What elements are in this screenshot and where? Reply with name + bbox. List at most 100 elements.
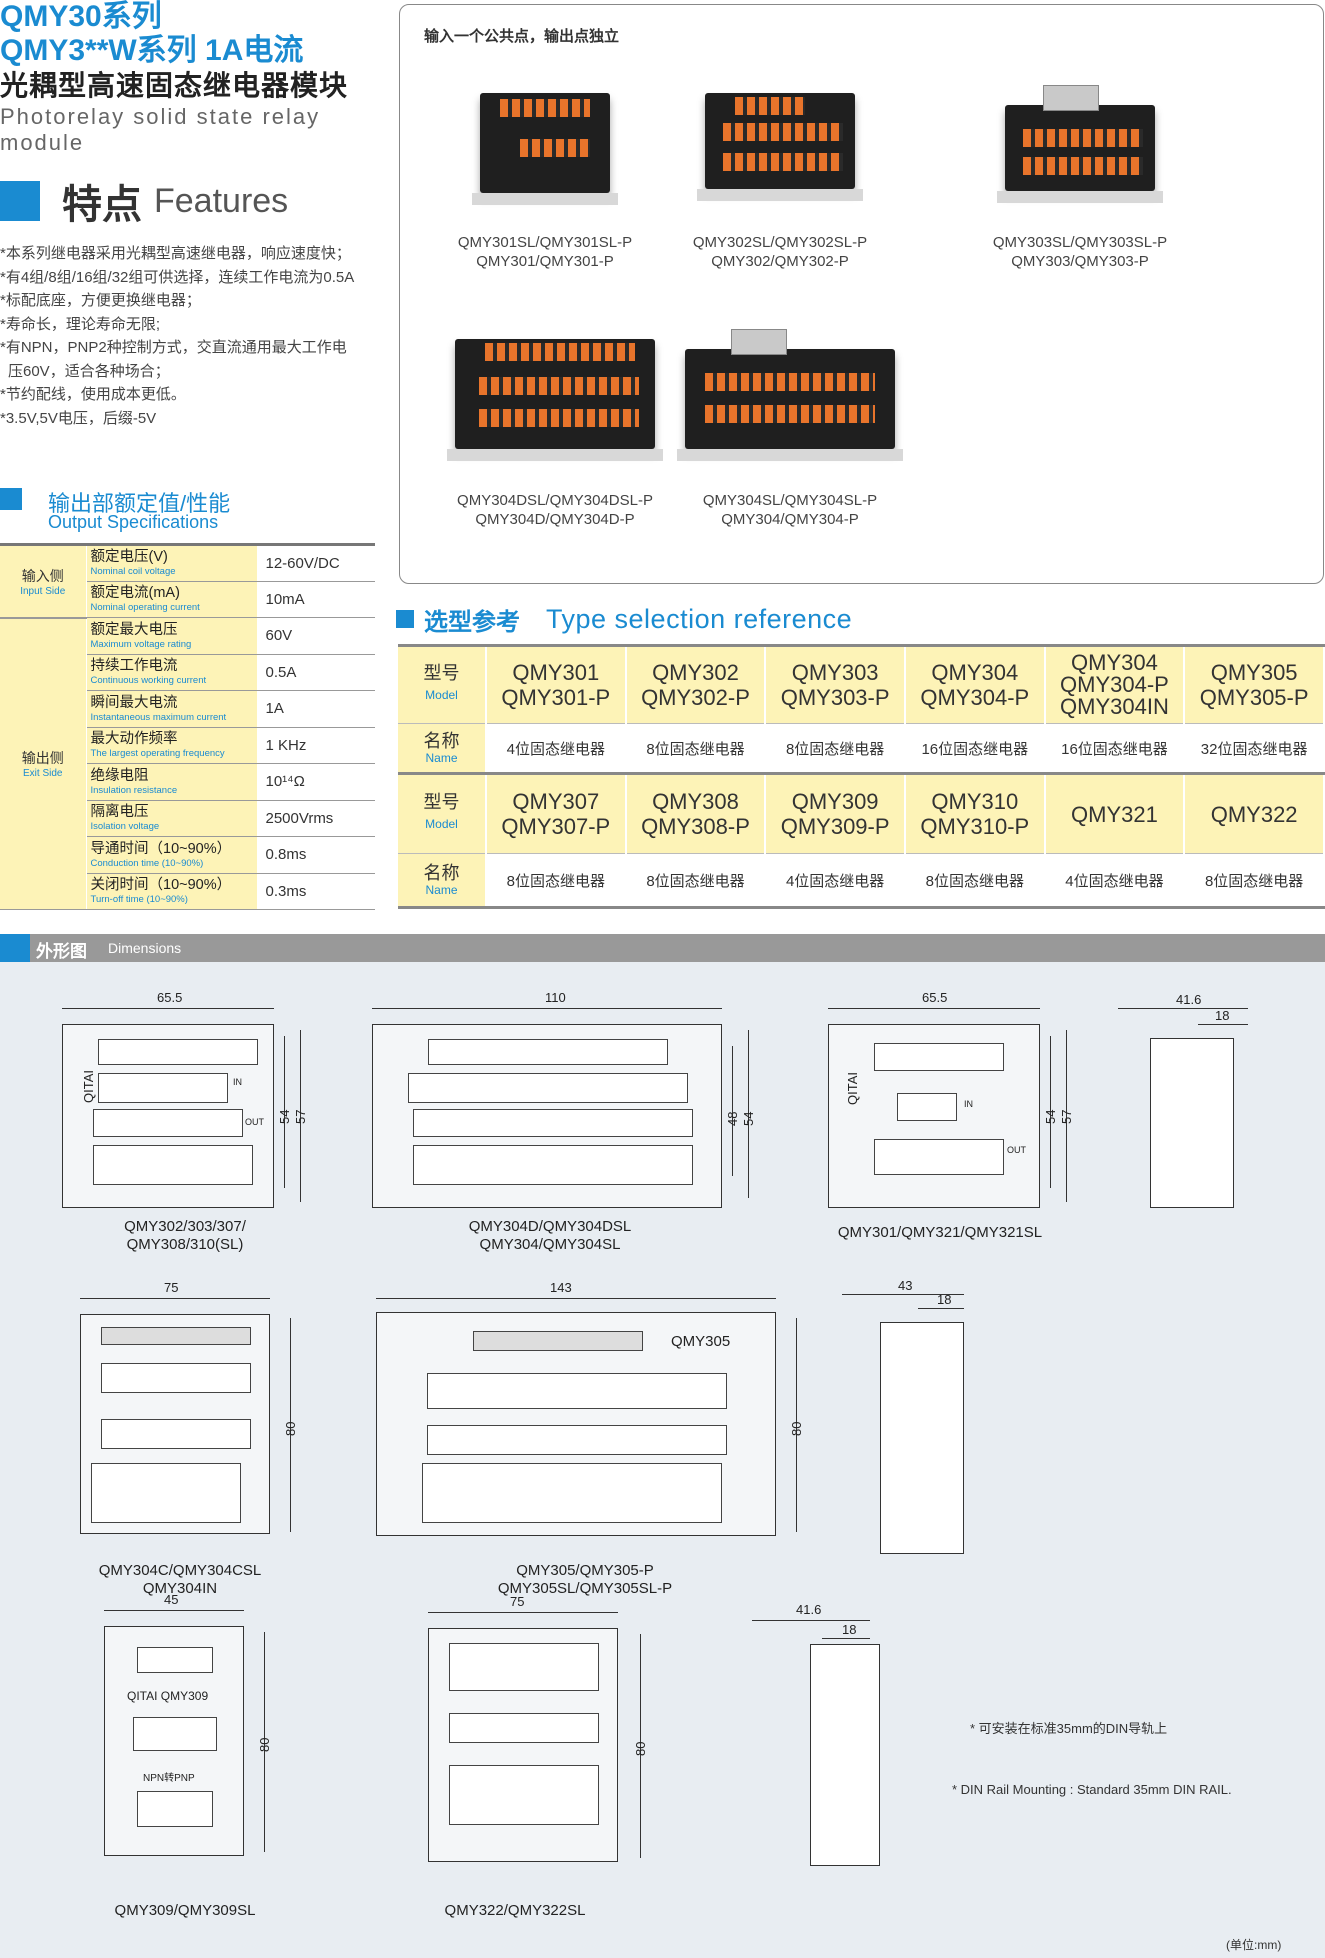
dimension-line (1050, 1036, 1051, 1188)
features-list: *本系列继电器采用光耦型高速继电器，响应速度快； *有4组/8组/16组/32组… (0, 242, 390, 430)
spec-name-en: Insulation resistance (90, 784, 178, 796)
terminal-row (449, 1765, 599, 1825)
dimension-line (80, 1298, 270, 1299)
dimension-height: 80 (789, 1421, 804, 1436)
din-rail (677, 449, 903, 461)
product-card: QMY302SL/QMY302SL-P QMY302/QMY302-P (680, 85, 880, 271)
name-cell: 8位固态继电器 (904, 853, 1046, 909)
terminal-row (413, 1109, 693, 1137)
feature-item: *寿命长，理论寿命无限; (0, 315, 161, 333)
model-label-zh: 型号 (423, 791, 460, 812)
product-photo-panel: 输入一个公共点，输出点独立 QMY301SL/QMY301SL-P QMY301… (399, 4, 1324, 584)
product-name-1: QMY304SL/QMY304SL-P (702, 492, 878, 509)
model-cell: QMY301 QMY301-P (486, 644, 627, 724)
outline-drawing: QITAI QMY309 NPN转PNP (104, 1626, 244, 1856)
input-side-zh: 输入侧 (21, 567, 64, 584)
terminal-row (422, 1463, 722, 1523)
spec-name-en: Turn-off time (10~90%) (90, 894, 188, 906)
spec-name-en: Nominal operating current (90, 602, 200, 614)
spec-name-en: Maximum voltage rating (90, 638, 192, 650)
dimension-width: 75 (510, 1594, 525, 1609)
dimension-width: 41.6 (796, 1602, 822, 1617)
dimension-line (300, 1030, 301, 1202)
spec-name-zh: 额定电流(mA) (90, 585, 180, 602)
dimension-line (918, 1308, 964, 1309)
dimension-width: 18 (1215, 1008, 1230, 1023)
product-image (675, 325, 905, 483)
spec-name-zh: 导通时间（10~90%） (90, 840, 232, 857)
product-name-1: QMY304DSL/QMY304DSL-P (457, 492, 653, 509)
relay-row (98, 1073, 228, 1103)
relay-module-image (697, 93, 863, 201)
name-cell: 8位固态继电器 (625, 723, 767, 774)
output-specs-title-zh: 输出部额定值/性能 (48, 491, 231, 516)
relay-module-image (472, 93, 618, 205)
terminal-row (93, 1109, 243, 1137)
selection-title-en: Type selection reference (546, 603, 853, 634)
terminal-row (91, 1463, 241, 1523)
feature-item: *3.5V,5V电压，后缀-5V (0, 409, 157, 427)
model-label-en: Model (425, 816, 458, 831)
spec-name-zh: 绝缘电阻 (90, 767, 149, 784)
spec-value: 10mA (257, 581, 375, 618)
outline-drawing (372, 1024, 722, 1208)
din-rail (447, 449, 663, 461)
model-cell: QMY305 QMY305-P (1184, 644, 1325, 724)
ribbon-connector (101, 1327, 251, 1345)
product-name-1: QMY301SL/QMY301SL-P (457, 234, 633, 251)
feature-item: *有4组/8组/16组/32组可供选择，连续工作电流为0.5A (0, 268, 355, 286)
name-cell: 16位固态继电器 (904, 723, 1046, 774)
terminal-row (137, 1791, 213, 1827)
heading-square-icon (396, 610, 414, 628)
drawing-label: QMY302/303/307/ QMY308/310(SL) (124, 1218, 246, 1253)
features-heading: 特点 Features (0, 176, 288, 227)
dimensions-title-en: Dimensions (108, 940, 182, 956)
relay-row (427, 1373, 727, 1409)
name-label-zh: 名称 (423, 731, 460, 751)
product-image (445, 325, 665, 483)
brand-text: QITAI QMY309 (127, 1689, 209, 1703)
dimension-height: 54 (277, 1109, 292, 1124)
terminal-strip (705, 405, 875, 423)
dimension-width: 45 (164, 1592, 179, 1607)
dimensions-area: 65.5 QITAI IN OUT 54 57 QMY302/303/307/ … (0, 962, 1325, 1958)
product-card: QMY304SL/QMY304SL-P QMY304/QMY304-P (670, 325, 910, 529)
terminal-row (98, 1039, 258, 1065)
product-name-2: QMY301/QMY301-P (476, 253, 614, 270)
spec-value: 0.5A (257, 654, 375, 691)
model-cell: QMY322 (1184, 772, 1325, 854)
product-card: QMY303SL/QMY303SL-P QMY303/QMY303-P (980, 85, 1180, 271)
spec-value: 1 KHz (257, 727, 375, 764)
output-specs-title-en: Output Specifications (48, 512, 219, 532)
product-card: QMY301SL/QMY301SL-P QMY301/QMY301-P (445, 85, 645, 271)
drawing-label: QMY304C/QMY304CSL QMY304IN (98, 1562, 262, 1597)
exit-side-en: Exit Side (23, 768, 63, 780)
spec-value: 10¹⁴Ω (257, 763, 375, 801)
terminal-strip (479, 409, 639, 427)
dimension-width: 65.5 (157, 990, 183, 1005)
name-cell: 4位固态继电器 (765, 853, 906, 909)
relay-module-image (997, 85, 1163, 203)
dimension-height: 57 (1059, 1109, 1074, 1124)
terminal-row (137, 1647, 213, 1673)
dimension-height: 54 (741, 1111, 756, 1126)
spec-name: 导通时间（10~90%）Conduction time (10~90%) (86, 836, 258, 874)
dimension-line (1198, 1024, 1248, 1025)
series-title-2: QMY3**W系列 1A电流 (0, 34, 304, 67)
drawing-label: QMY304D/QMY304DSL QMY304/QMY304SL (468, 1218, 632, 1253)
dimension-width: 18 (842, 1622, 857, 1637)
name-cell: 4位固态继电器 (1044, 853, 1186, 909)
terminal-row (428, 1039, 668, 1065)
product-card: QMY304DSL/QMY304DSL-P QMY304D/QMY304D-P (435, 325, 675, 529)
relay-row (133, 1717, 217, 1751)
